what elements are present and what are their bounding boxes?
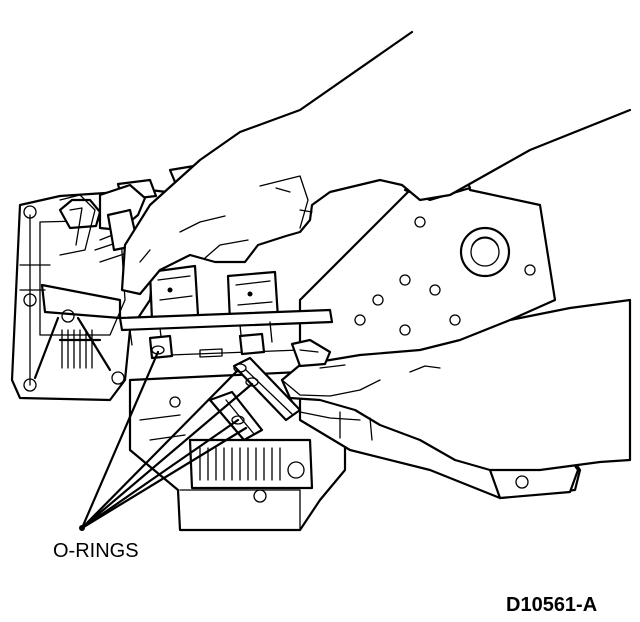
lower-hand bbox=[280, 298, 632, 472]
solenoid-connectors bbox=[59, 183, 334, 360]
upper-hand bbox=[120, 30, 632, 296]
block-ribs bbox=[199, 447, 281, 481]
housing-ribs bbox=[61, 329, 93, 369]
o-rings-leader-lines bbox=[79, 350, 254, 531]
figure-id-label: D10561-A bbox=[506, 594, 598, 616]
o-rings-callout-label: O-RINGS bbox=[53, 540, 139, 562]
o-ring-marks bbox=[151, 345, 259, 425]
